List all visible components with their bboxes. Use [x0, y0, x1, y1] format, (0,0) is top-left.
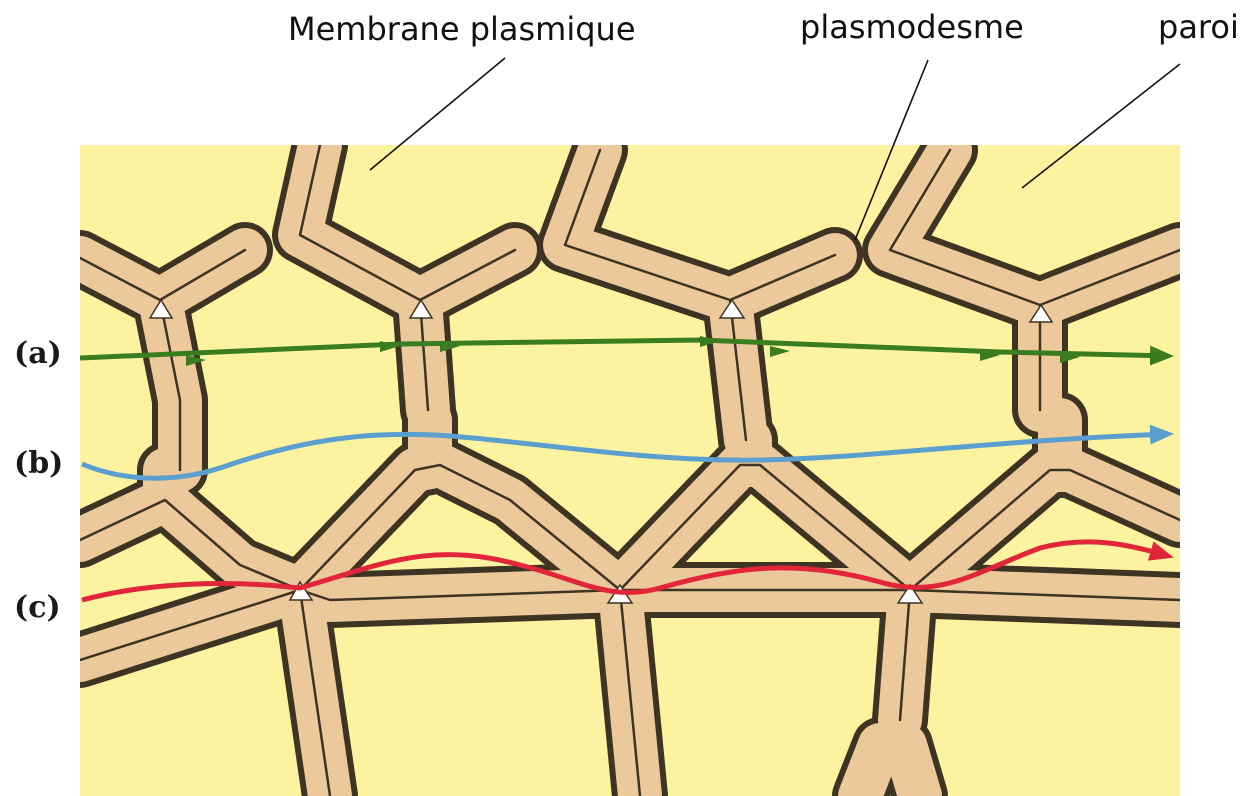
plant-tissue-diagram [0, 0, 1253, 796]
